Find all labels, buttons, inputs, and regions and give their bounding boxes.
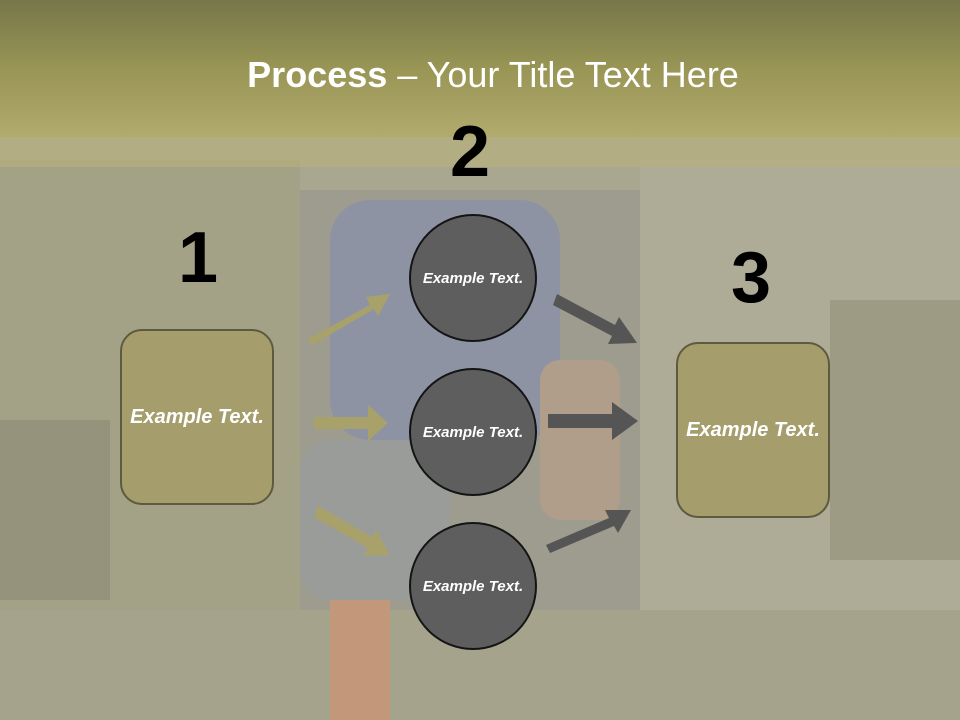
arrow-right-middle bbox=[548, 402, 638, 440]
circle-middle: Example Text. bbox=[409, 368, 537, 496]
arrow-left-middle bbox=[314, 405, 388, 441]
step-number-3: 3 bbox=[731, 238, 772, 318]
arrow-left-up bbox=[308, 294, 390, 345]
left-box-text: Example Text. bbox=[130, 405, 264, 428]
right-box-text: Example Text. bbox=[686, 418, 820, 441]
arrow-right-down bbox=[553, 294, 637, 344]
circle-bottom: Example Text. bbox=[409, 522, 537, 650]
left-box: Example Text. bbox=[120, 329, 274, 505]
step-number-2: 2 bbox=[450, 112, 491, 192]
title-bold: Process bbox=[247, 54, 388, 95]
title-bar-fade bbox=[0, 137, 960, 167]
circle-bottom-text: Example Text. bbox=[422, 577, 524, 595]
slide-title: Process – Your Title Text Here bbox=[0, 52, 960, 98]
circle-top: Example Text. bbox=[409, 214, 537, 342]
step-number-1: 1 bbox=[178, 218, 219, 298]
title-rest: – Your Title Text Here bbox=[387, 54, 739, 95]
arrow-left-down bbox=[314, 506, 390, 556]
right-box: Example Text. bbox=[676, 342, 830, 518]
arrow-right-up bbox=[546, 510, 631, 553]
circle-middle-text: Example Text. bbox=[422, 423, 524, 441]
circle-top-text: Example Text. bbox=[422, 269, 524, 287]
title-bar bbox=[0, 0, 960, 137]
